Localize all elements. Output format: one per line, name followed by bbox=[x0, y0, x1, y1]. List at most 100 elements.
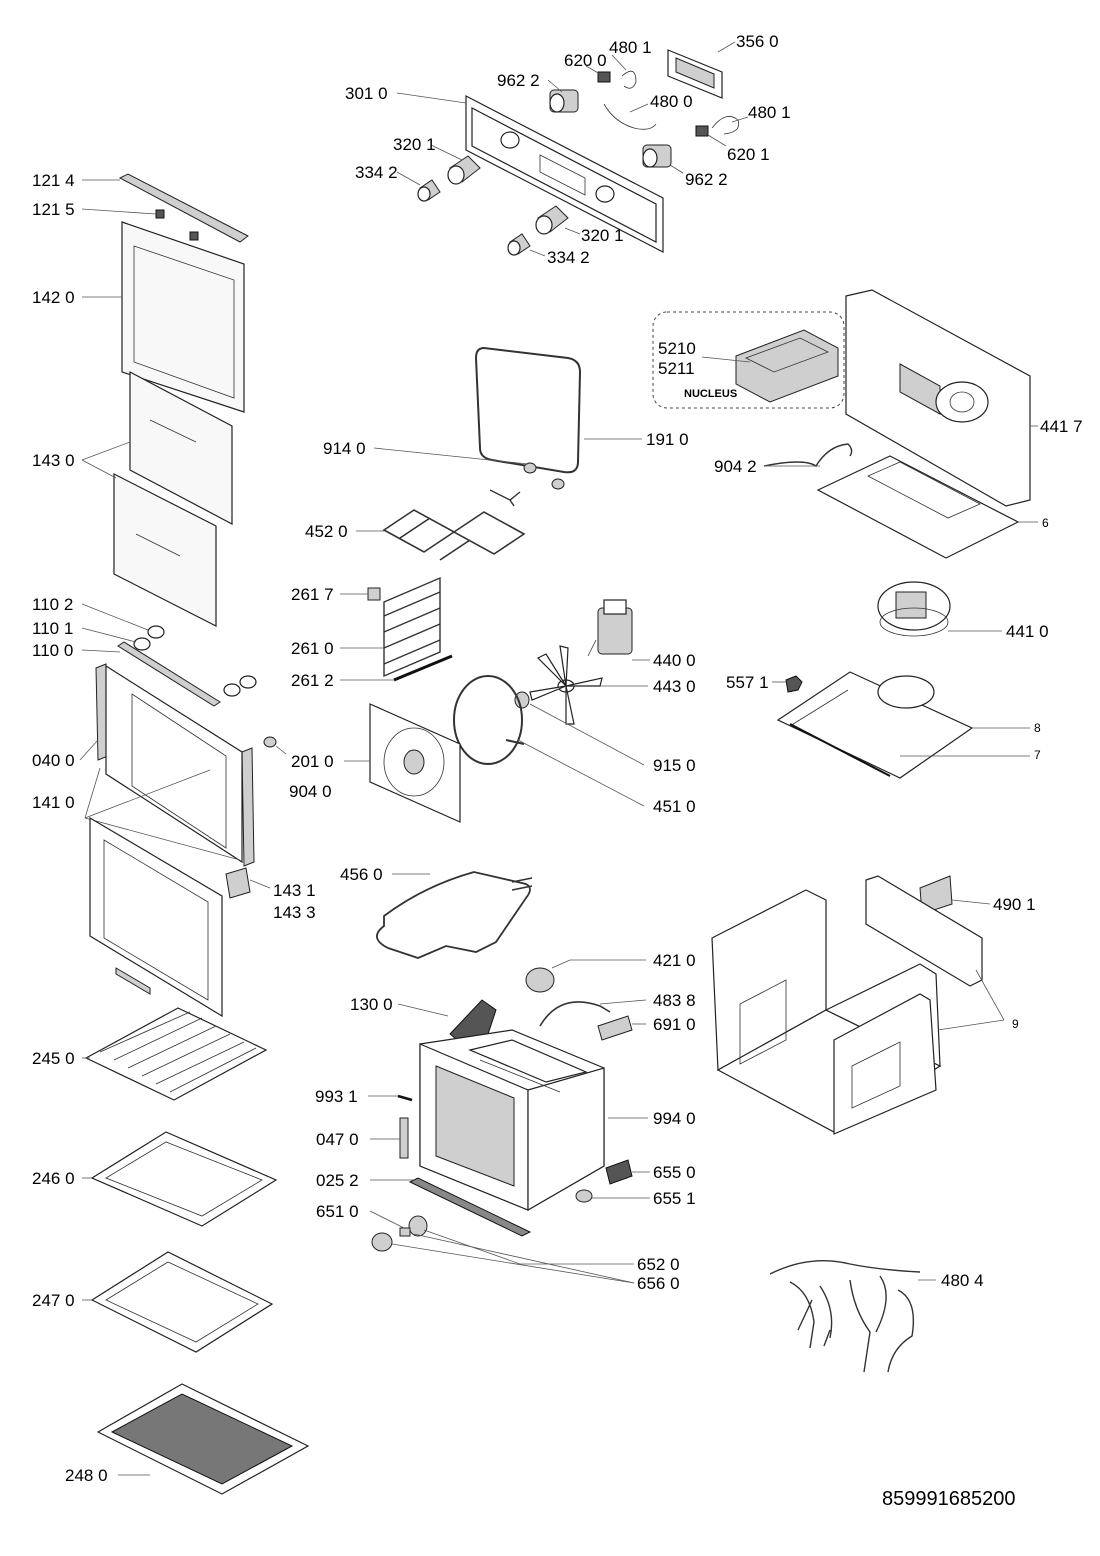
label-047-0: 047 0 bbox=[316, 1130, 359, 1149]
tangential-fan bbox=[877, 581, 951, 637]
lamp-glass bbox=[371, 1232, 393, 1252]
label-480-1-b: 480 1 bbox=[748, 103, 791, 122]
label-620-0: 620 0 bbox=[564, 51, 607, 70]
label-201-0: 201 0 bbox=[291, 752, 334, 771]
label-261-2: 261 2 bbox=[291, 671, 334, 690]
label-245-0: 245 0 bbox=[32, 1049, 75, 1068]
label-480-0: 480 0 bbox=[650, 92, 693, 111]
label-142-0: 142 0 bbox=[32, 288, 75, 307]
accessories-group bbox=[82, 1007, 310, 1495]
display-module bbox=[667, 49, 723, 99]
drawing-code: 859991685200 bbox=[882, 1488, 1015, 1510]
side-bracket bbox=[399, 1117, 409, 1159]
lamp-cover bbox=[575, 1189, 593, 1203]
label-441-7: 441 7 bbox=[1040, 417, 1083, 436]
label-480-1-a: 480 1 bbox=[609, 38, 652, 57]
label-130-0: 130 0 bbox=[350, 995, 393, 1014]
label-6: 6 bbox=[1042, 516, 1049, 530]
nucleus-callout-box bbox=[652, 311, 845, 409]
label-904-2: 904 2 bbox=[714, 457, 757, 476]
label-5211: 5211 bbox=[658, 359, 695, 378]
label-452-0: 452 0 bbox=[305, 522, 348, 541]
cooling-and-housing-group bbox=[652, 289, 1038, 1373]
callout-labels: 356 0 480 1 620 0 962 2 301 0 480 0 480 … bbox=[32, 32, 1083, 1510]
label-320-1-a: 320 1 bbox=[393, 135, 436, 154]
label-143-3: 143 3 bbox=[273, 903, 316, 922]
lamp-holder bbox=[605, 1159, 633, 1185]
label-557-1: 557 1 bbox=[726, 673, 769, 692]
label-143-0: 143 0 bbox=[32, 451, 75, 470]
door-rod bbox=[117, 641, 221, 707]
label-994-0: 994 0 bbox=[653, 1109, 696, 1128]
label-261-0: 261 0 bbox=[291, 639, 334, 658]
door-hinge-right bbox=[241, 747, 255, 867]
fan-blade bbox=[529, 645, 603, 725]
door-top-strip bbox=[118, 173, 249, 243]
label-904-0: 904 0 bbox=[289, 782, 332, 801]
fan-motor bbox=[587, 599, 633, 657]
label-247-0: 247 0 bbox=[32, 1291, 75, 1310]
knob-assembly-upper bbox=[417, 155, 481, 202]
micro-switch-a bbox=[597, 71, 611, 83]
label-962-2-b: 962 2 bbox=[685, 170, 728, 189]
label-456-0: 456 0 bbox=[340, 865, 383, 884]
label-8: 8 bbox=[1034, 721, 1041, 735]
knob-assembly-lower bbox=[507, 205, 569, 256]
label-443-0: 443 0 bbox=[653, 677, 696, 696]
label-246-0: 246 0 bbox=[32, 1169, 75, 1188]
shelf-guide-clip bbox=[367, 587, 381, 601]
washer-110-1 bbox=[133, 637, 151, 651]
door-inner-glass-b bbox=[113, 473, 217, 627]
label-9: 9 bbox=[1012, 1017, 1019, 1031]
cable-ring-b bbox=[711, 116, 740, 135]
door-outer-panel bbox=[89, 816, 223, 1018]
label-483-8: 483 8 bbox=[653, 991, 696, 1010]
door-inner-glass-a bbox=[129, 371, 233, 525]
label-nucleus: NUCLEUS bbox=[684, 388, 737, 400]
label-655-1: 655 1 bbox=[653, 1189, 696, 1208]
air-duct bbox=[776, 671, 974, 779]
cable-480-0 bbox=[603, 103, 657, 130]
lamp-bulb bbox=[399, 1227, 411, 1237]
wiring-harness bbox=[769, 1260, 921, 1373]
label-320-1-b: 320 1 bbox=[581, 226, 624, 245]
seal-904-0 bbox=[263, 736, 277, 748]
door-inner-frame bbox=[105, 664, 243, 864]
bottom-trim bbox=[408, 1177, 532, 1237]
label-7: 7 bbox=[1034, 748, 1041, 762]
label-261-7: 261 7 bbox=[291, 585, 334, 604]
label-915-0: 915 0 bbox=[653, 756, 696, 775]
label-5210: 5210 bbox=[658, 339, 696, 358]
label-652-0: 652 0 bbox=[637, 1255, 680, 1274]
gasket-clip-b bbox=[551, 478, 565, 490]
door-group bbox=[79, 173, 287, 1018]
micro-switch-b bbox=[695, 125, 709, 137]
cable-ring-a bbox=[621, 70, 637, 89]
fan-nut bbox=[514, 691, 530, 709]
label-121-4: 121 4 bbox=[32, 171, 75, 190]
fan-back-panel bbox=[369, 703, 461, 823]
control-board bbox=[735, 329, 839, 403]
label-121-5: 121 5 bbox=[32, 200, 75, 219]
label-025-2: 025 2 bbox=[316, 1171, 359, 1190]
lamp-socket bbox=[408, 1215, 428, 1237]
top-cooling-panel bbox=[845, 289, 1031, 507]
label-110-2: 110 2 bbox=[32, 595, 73, 614]
label-993-1: 993 1 bbox=[315, 1087, 358, 1106]
label-110-0: 110 0 bbox=[32, 641, 73, 660]
selector-switch-a bbox=[549, 89, 579, 113]
capacitor bbox=[525, 967, 555, 993]
control-panel-group bbox=[396, 41, 749, 257]
thermostat bbox=[785, 675, 803, 693]
door-clip-a bbox=[155, 209, 165, 219]
label-301-0: 301 0 bbox=[345, 84, 388, 103]
cavity-components-group bbox=[340, 346, 650, 1284]
terminal-block bbox=[597, 1015, 633, 1041]
outer-housing bbox=[711, 889, 942, 1135]
door-outer-glass bbox=[121, 221, 245, 413]
label-480-4: 480 4 bbox=[941, 1271, 984, 1290]
oven-cavity bbox=[419, 1029, 605, 1212]
label-110-1: 110 1 bbox=[32, 619, 73, 638]
washer-110-2 bbox=[147, 625, 165, 639]
